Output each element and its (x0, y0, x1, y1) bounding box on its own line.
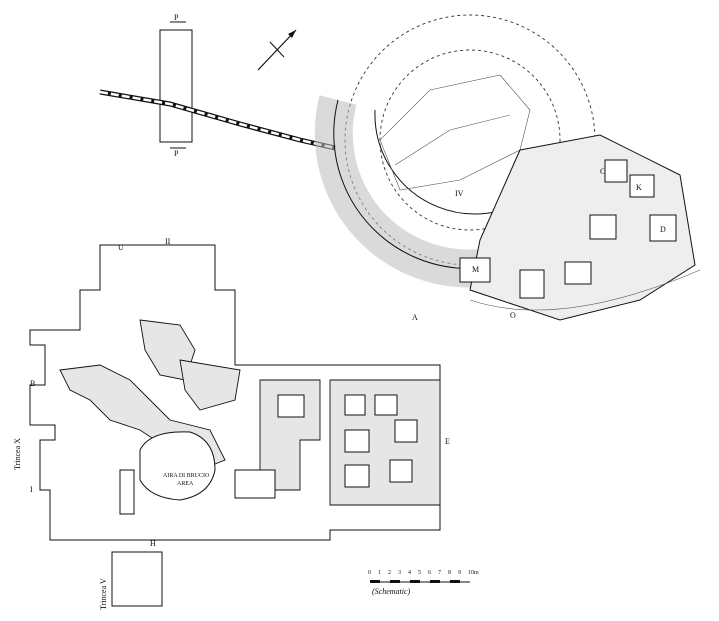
trench-v-outline (111, 551, 163, 607)
label-p-bottom: P (174, 149, 179, 158)
area-note-2: AREA (177, 481, 194, 487)
label-o: O (510, 311, 516, 320)
label-h: H (150, 539, 156, 548)
label-iv: IV (455, 189, 464, 198)
north-arrow-icon (257, 29, 297, 71)
central-room-grid (234, 379, 441, 506)
scale-caption: (Schematic) (372, 587, 411, 596)
trench-x-label: Trincea X (13, 438, 22, 470)
trench-p-outline (159, 29, 193, 143)
label-c: C (600, 167, 606, 176)
scale-ticks: 0 1 2 3 4 5 6 7 8 9 10m (368, 570, 479, 576)
label-b: B (30, 379, 36, 388)
label-u: U (118, 243, 124, 252)
label-p-top: P (174, 13, 179, 22)
west-wall-cluster (59, 319, 241, 515)
long-wall (99, 89, 336, 151)
main-complex-outline (29, 244, 441, 541)
label-k: K (636, 183, 642, 192)
room-block-east (459, 134, 701, 321)
label-e: E (445, 437, 450, 446)
label-d: D (660, 225, 666, 234)
label-a: A (412, 313, 418, 322)
area-note-1: AIRA DI BRUCIO (163, 473, 210, 479)
label-m: M (472, 265, 480, 274)
trench-v-label: Trincea V (99, 578, 108, 610)
label-i: I (30, 485, 33, 494)
label-ii: II (165, 237, 171, 246)
scale-bar (370, 580, 470, 583)
